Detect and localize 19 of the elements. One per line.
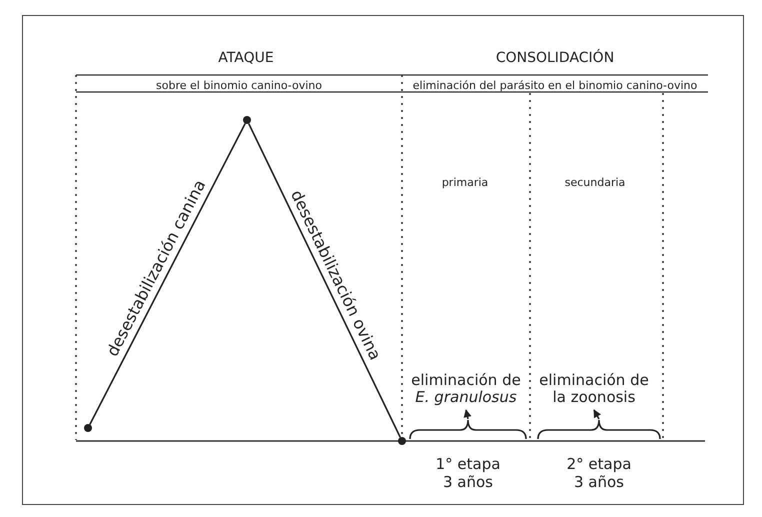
row-text: eliminación del parásito en el binomio canino-ovino [412,79,698,92]
stage-goal-text: eliminación de la zoonosis [538,372,650,406]
curly-brace [537,419,661,440]
column-label: secundaria [564,176,626,189]
section-heading: CONSOLIDACIÓN [496,50,614,66]
row-text: sobre el binomio canino-ovino [156,79,322,92]
arrow [593,409,601,420]
stage-goal-text: eliminación de E. granulosus [410,372,522,406]
vertex-dot [84,424,92,432]
stage-duration-text: 1° etapa 3 años [434,455,502,491]
stage-duration-text: 2° etapa 3 años [566,455,632,491]
vertex-dot [398,437,406,445]
curly-brace [409,419,527,440]
arrow [464,409,472,420]
connector-line [248,123,401,438]
connector-line [89,123,246,425]
column-label: primaria [442,176,488,189]
section-heading: ATAQUE [218,50,274,66]
vertex-dot [243,116,251,124]
